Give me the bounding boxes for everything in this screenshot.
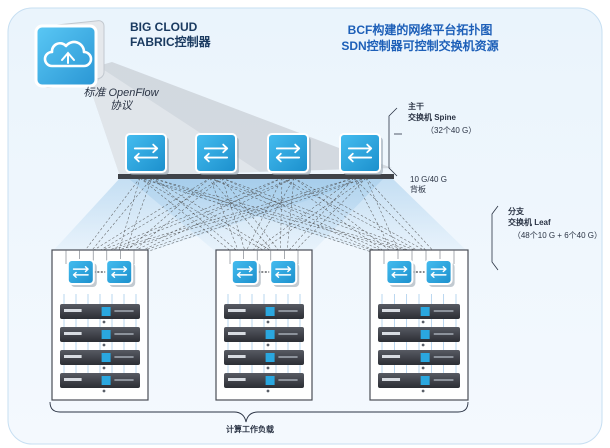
protocol-label: 标准 OpenFlow 协议 — [83, 87, 159, 112]
spine-label: 主干 交换机 Spine （32个40 G） — [408, 101, 476, 136]
spine-spec: （32个40 G） — [426, 126, 477, 135]
server-rack — [215, 249, 313, 401]
leaf-switch — [105, 259, 136, 287]
spine-label-line2: 交换机 Spine — [408, 113, 457, 122]
server-unit — [224, 350, 304, 370]
server-unit — [60, 304, 140, 324]
server-unit — [378, 373, 460, 393]
switch-arrows-icon — [133, 143, 159, 163]
switch-arrows-icon — [275, 143, 301, 163]
server-unit — [224, 304, 304, 324]
backplane-line2: 背板 — [410, 185, 426, 194]
server-unit — [60, 373, 140, 393]
spine-switch — [125, 133, 169, 175]
diagram-title-line2: SDN控制器可控制交换机资源 — [341, 39, 499, 53]
spine-switch — [339, 133, 383, 175]
leaf-label: 分支 交换机 Leaf （48个10 G + 6个40 G） — [508, 206, 602, 241]
spine-switch — [267, 133, 311, 175]
switch-arrows-icon — [430, 266, 447, 278]
leaf-switch — [230, 259, 261, 287]
spine-backplane — [118, 174, 394, 179]
server-unit — [378, 350, 460, 370]
switch-arrows-icon — [236, 266, 253, 278]
leaf-switch — [269, 259, 300, 287]
diagram-title-line1: BCF构建的网络平台拓扑图 — [347, 23, 493, 37]
leaf-switch — [66, 259, 97, 287]
spine-switches — [125, 133, 383, 175]
leaf-spec: （48个10 G + 6个40 G） — [512, 231, 602, 240]
server-unit — [60, 350, 140, 370]
switch-arrows-icon — [111, 266, 128, 278]
switch-arrows-icon — [347, 143, 373, 163]
fabric-beams — [52, 178, 468, 252]
backplane-label: 10 G/40 G 背板 — [410, 175, 447, 195]
server-unit — [378, 327, 460, 347]
switch-arrows-icon — [391, 266, 408, 278]
leaf-label-line2: 交换机 Leaf — [508, 218, 551, 227]
leaf-bracket — [491, 205, 499, 271]
switch-arrows-icon — [72, 266, 89, 278]
server-rack — [51, 249, 149, 401]
spine-label-line1: 主干 — [408, 102, 424, 111]
spine-bracket — [388, 107, 398, 177]
server-rack — [369, 249, 469, 401]
server-unit — [60, 327, 140, 347]
cloud-controller-icon — [34, 20, 105, 88]
leaf-label-line1: 分支 — [508, 207, 524, 216]
diagram-title: BCF构建的网络平台拓扑图 SDN控制器可控制交换机资源 — [300, 22, 540, 54]
leaf-switch — [424, 259, 455, 287]
controller-title-line2: FABRIC控制器 — [130, 35, 211, 49]
controller-title: BIG CLOUD FABRIC控制器 — [130, 20, 211, 50]
server-unit — [378, 304, 460, 324]
backplane-line1: 10 G/40 G — [410, 175, 447, 184]
server-unit — [224, 327, 304, 347]
switch-arrows-icon — [203, 143, 229, 163]
workload-label: 计算工作负载 — [226, 425, 274, 434]
switch-arrows-icon — [275, 266, 292, 278]
spine-switch — [195, 133, 239, 175]
workload-brace — [49, 401, 469, 423]
fabric-links — [77, 177, 442, 261]
leaf-switch — [385, 259, 416, 287]
leaf-racks — [51, 249, 469, 401]
server-unit — [224, 373, 304, 393]
controller-title-line1: BIG CLOUD — [130, 20, 198, 34]
